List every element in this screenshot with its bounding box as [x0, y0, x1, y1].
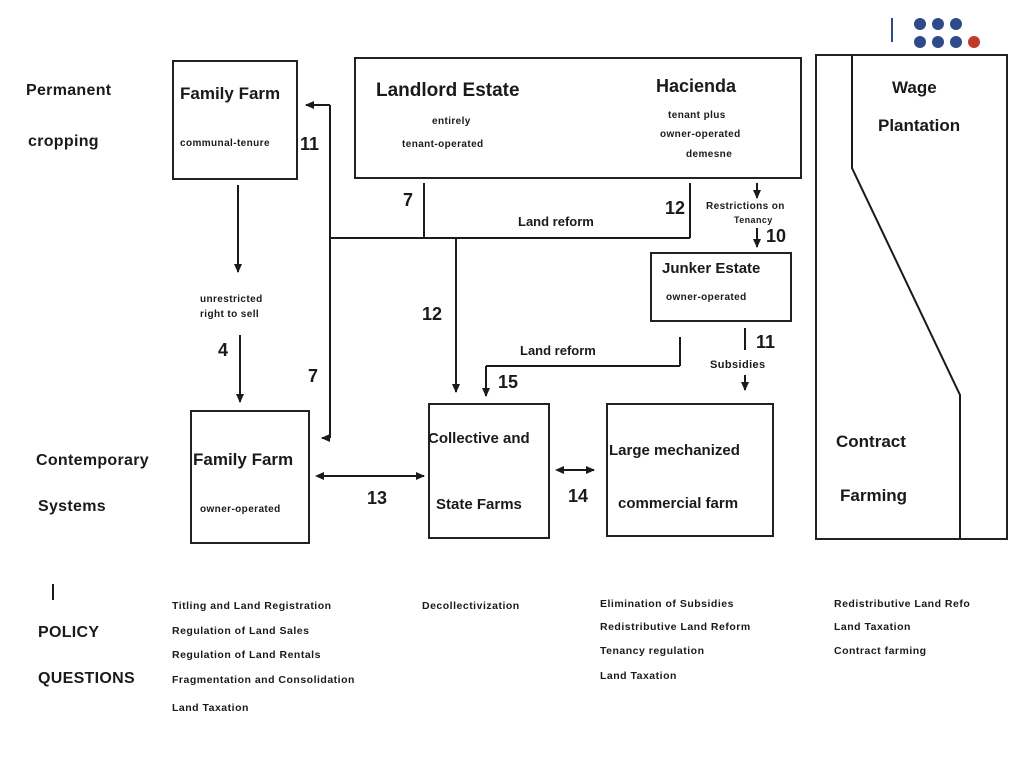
policy-marker	[52, 584, 54, 600]
policy-item: Contract farming	[834, 645, 927, 657]
hacienda-sub1: tenant plus	[668, 110, 726, 121]
landlord-title: Landlord Estate	[376, 80, 520, 101]
large-title1: Large mechanized	[609, 442, 740, 459]
junker-sub: owner-operated	[666, 292, 747, 303]
landlord-sub2: tenant-operated	[402, 139, 484, 150]
plantation-title: Plantation	[878, 116, 961, 135]
policy-item: Regulation of Land Rentals	[172, 649, 321, 661]
edge-label-7-left: 7	[308, 366, 319, 386]
hacienda-title: Hacienda	[656, 76, 737, 96]
hacienda-sub2: owner-operated	[660, 129, 741, 140]
family-farm-bottom-title: Family Farm	[193, 450, 294, 469]
edge-label-11-right: 11	[756, 332, 776, 352]
contract-title: Contract	[836, 432, 906, 451]
edge-label-tenancy: Tenancy	[734, 215, 773, 225]
row-label-questions: QUESTIONS	[38, 670, 135, 687]
family-farm-owner-box	[190, 410, 310, 544]
landlord-sub1: entirely	[432, 116, 471, 127]
policy-item: Titling and Land Registration	[172, 600, 332, 612]
edge-label-restrictions: Restrictions on	[706, 201, 785, 212]
family-farm-top-title: Family Farm	[180, 84, 281, 103]
edge-label-10: 10	[766, 226, 787, 246]
policy-item: Elimination of Subsidies	[600, 598, 734, 610]
policy-item: Fragmentation and Consolidation	[172, 674, 355, 686]
edge-label-land-reform-mid: Land reform	[520, 343, 596, 358]
junker-title: Junker Estate	[662, 260, 761, 277]
policy-item: Tenancy regulation	[600, 645, 705, 657]
collective-state-farms-box	[428, 403, 550, 539]
policy-item: Redistributive Land Reform	[600, 621, 751, 633]
wage-plantation-box	[815, 54, 1008, 540]
hacienda-sub3: demesne	[686, 149, 733, 160]
edge-label-14: 14	[568, 486, 589, 506]
edge-label-13: 13	[367, 488, 388, 508]
edge-label-right-to-sell: right to sell	[200, 309, 260, 320]
row-label-cropping: cropping	[28, 133, 99, 150]
policy-item: Decollectivization	[422, 600, 520, 612]
edge-label-4: 4	[218, 340, 229, 360]
family-farm-top-sub: communal-tenure	[180, 138, 270, 149]
policy-item: Redistributive Land Refo	[834, 598, 971, 610]
large-mechanized-farm-box	[606, 403, 774, 537]
farming-title: Farming	[840, 486, 908, 505]
family-farm-communal-box	[172, 60, 298, 180]
family-farm-bottom-sub: owner-operated	[200, 504, 281, 515]
policy-item: Land Taxation	[172, 702, 249, 714]
policy-item: Land Taxation	[600, 670, 677, 682]
edge-label-land-reform-top: Land reform	[518, 214, 594, 229]
row-label-policy: POLICY	[38, 624, 100, 641]
edge-label-15: 15	[498, 372, 519, 392]
collective-title1: Collective and	[428, 430, 530, 447]
policy-item: Regulation of Land Sales	[172, 625, 310, 637]
row-label-permanent: Permanent	[26, 82, 112, 99]
landlord-hacienda-box	[354, 57, 802, 179]
policy-col-4: Redistributive Land Refo Land Taxation C…	[834, 598, 1010, 668]
collective-title2: State Farms	[436, 496, 522, 513]
junker-estate-box	[650, 252, 792, 322]
wage-title: Wage	[892, 78, 937, 97]
edge-label-7-top: 7	[403, 190, 414, 210]
edge-label-11-top: 11	[300, 134, 320, 154]
row-label-systems: Systems	[38, 498, 106, 515]
edge-label-12-right: 12	[665, 198, 686, 218]
edge-label-unrestricted: unrestricted	[200, 294, 263, 305]
row-label-contemporary: Contemporary	[36, 452, 149, 469]
large-title2: commercial farm	[618, 495, 739, 512]
edge-label-subsidies: Subsidies	[710, 359, 766, 371]
edge-label-12-mid: 12	[422, 304, 443, 324]
logo	[890, 14, 990, 48]
dots-logo-icon	[891, 18, 980, 48]
policy-item: Land Taxation	[834, 621, 911, 633]
